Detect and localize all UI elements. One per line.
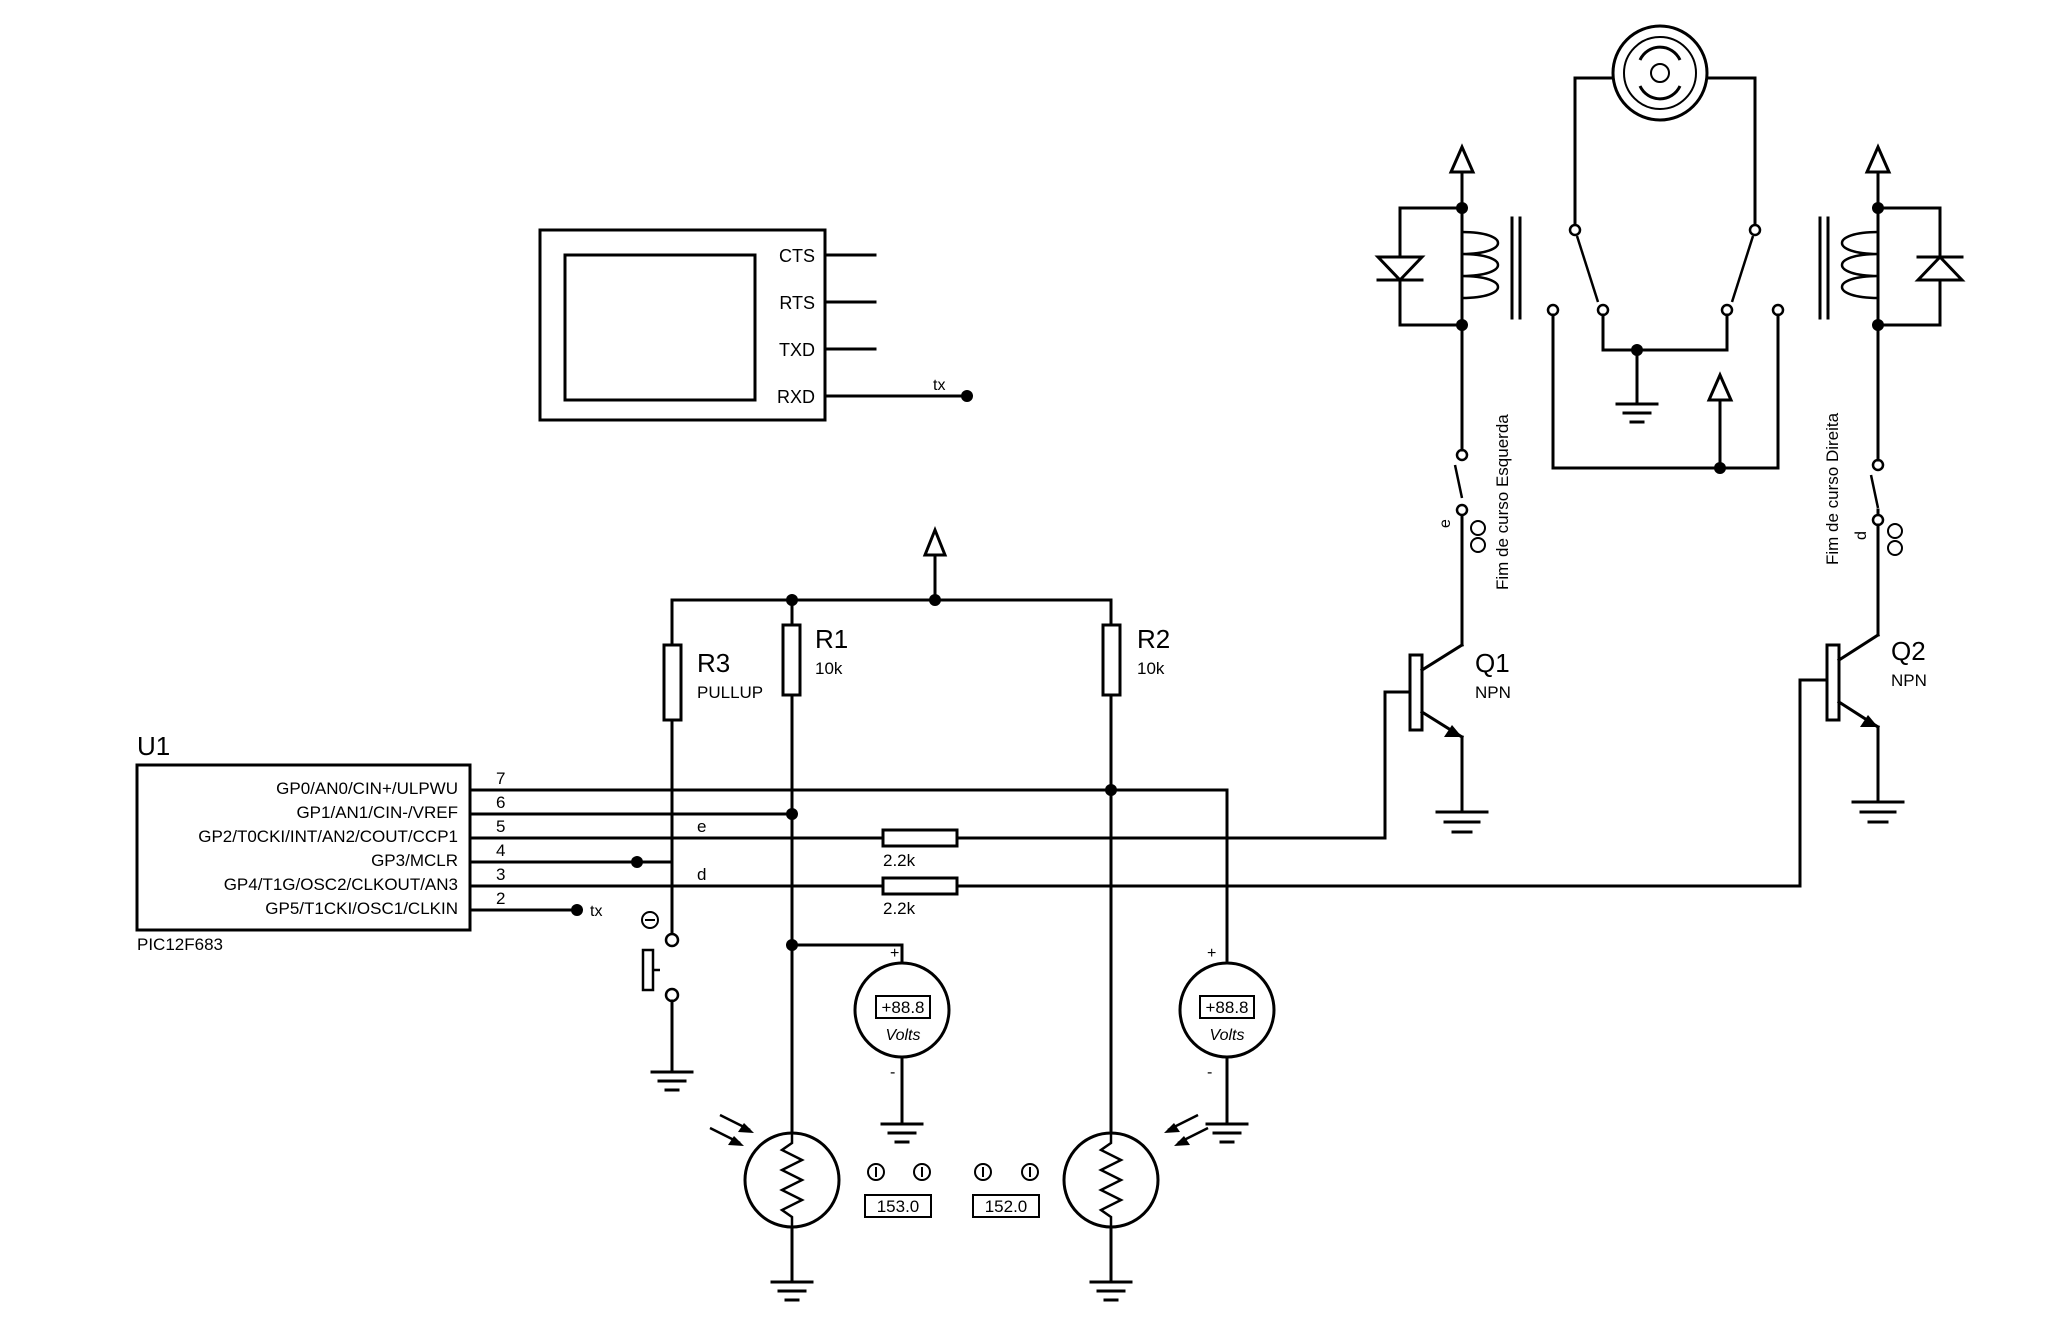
- mcu-wires: e d tx: [468, 678, 1829, 962]
- diode-icon: [1374, 255, 1426, 283]
- vcc-arrow-icon: [1864, 143, 1892, 174]
- resistor-r1[interactable]: R1 10k: [781, 598, 848, 1132]
- voltmeter-1[interactable]: +88.8 Volts + -: [790, 943, 951, 1144]
- voltmeter-2-reading: +88.8: [1205, 998, 1248, 1017]
- mcu-pin-gp0: GP0/AN0/CIN+/ULPWU: [276, 779, 458, 798]
- r1-ref: R1: [815, 624, 848, 654]
- vcc-arrow-icon: [1448, 143, 1476, 174]
- voltmeter-2-plus: +: [1207, 945, 1216, 962]
- r1-value: 10k: [815, 659, 843, 678]
- ldr-1[interactable]: [709, 1113, 841, 1302]
- light-arrows-icon: [1164, 1113, 1209, 1146]
- left-switch-label: Fim de curso Esquerda: [1493, 414, 1512, 590]
- ldr-2-controls[interactable]: 152.0: [972, 1163, 1040, 1218]
- mcu-pin-gp5: GP5/T1CKI/OSC1/CLKIN: [265, 899, 458, 918]
- ldr-1-controls[interactable]: 153.0: [864, 1163, 932, 1218]
- ground-icon: [1205, 1122, 1249, 1144]
- terminal-pin-cts: CTS: [779, 246, 815, 266]
- terminal-net-tx: tx: [933, 377, 945, 394]
- resistor-rb2[interactable]: 2.2k: [881, 876, 959, 918]
- mcu-pinnum-6: 6: [496, 793, 505, 812]
- right-switch-net: d: [1853, 531, 1870, 540]
- ground-icon: [1435, 810, 1489, 834]
- relay-left[interactable]: [1374, 143, 1522, 332]
- mcu-ref: U1: [137, 731, 170, 761]
- ground-icon: [1089, 1280, 1133, 1302]
- ground-icon: [1851, 800, 1905, 824]
- voltmeter-2-unit: Volts: [1210, 1027, 1245, 1044]
- decrease-icon[interactable]: [1887, 540, 1903, 556]
- ldr-2-value: 152.0: [985, 1197, 1028, 1216]
- vcc-arrow-icon: [922, 525, 948, 557]
- limit-switch-left[interactable]: e Fim de curso Esquerda: [1437, 328, 1512, 590]
- rb2-value: 2.2k: [883, 899, 916, 918]
- mcu-pin-gp1: GP1/AN1/CIN-/VREF: [296, 803, 458, 822]
- diode-icon: [1914, 254, 1966, 282]
- mcu-pinnum-4: 4: [496, 841, 505, 860]
- voltmeter-1-reading: +88.8: [881, 998, 924, 1017]
- net-label-tx: tx: [590, 903, 602, 920]
- increase-icon[interactable]: [1470, 520, 1486, 536]
- vcc-arrow-icon: [1706, 371, 1734, 402]
- push-button[interactable]: [641, 911, 694, 1092]
- mcu-u1[interactable]: U1 PIC12F683 GP0/AN0/CIN+/ULPWU GP1/AN1/…: [135, 731, 505, 954]
- transistor-q1[interactable]: Q1 NPN: [1408, 508, 1511, 834]
- ground-icon: [880, 1122, 924, 1144]
- mcu-pin-gp3: GP3/MCLR: [371, 851, 458, 870]
- r3-value: PULLUP: [697, 683, 763, 702]
- right-switch-label: Fim de curso Direita: [1823, 412, 1842, 565]
- mcu-pinnum-3: 3: [496, 865, 505, 884]
- light-arrows-icon: [709, 1113, 754, 1146]
- resistor-rb1[interactable]: 2.2k: [881, 828, 959, 870]
- ldr-1-value: 153.0: [877, 1197, 920, 1216]
- rb1-value: 2.2k: [883, 851, 916, 870]
- mcu-pinnum-2: 2: [496, 889, 505, 908]
- mcu-pin-gp4: GP4/T1G/OSC2/CLKOUT/AN3: [224, 875, 458, 894]
- mcu-pinnum-5: 5: [496, 817, 505, 836]
- relay-right[interactable]: [1818, 143, 1966, 332]
- q2-type: NPN: [1891, 671, 1927, 690]
- ground-icon: [650, 1070, 694, 1092]
- left-switch-net: e: [1437, 519, 1454, 528]
- r3-ref: R3: [697, 648, 730, 678]
- limit-switch-right[interactable]: d Fim de curso Direita: [1823, 328, 1903, 565]
- resistor-r2[interactable]: R2 10k: [1101, 598, 1170, 1132]
- voltmeter-2[interactable]: +88.8 Volts + -: [1178, 945, 1276, 1144]
- vcc-rail: [670, 525, 1113, 652]
- decrease-icon[interactable]: [1470, 537, 1486, 553]
- ground-icon: [770, 1280, 814, 1302]
- ldr-2[interactable]: [1062, 1113, 1209, 1302]
- terminal-pin-rxd: RXD: [777, 387, 815, 407]
- voltmeter-1-plus: +: [890, 945, 899, 962]
- net-label-e: e: [697, 817, 706, 836]
- resistor-r3[interactable]: R3 PULLUP: [662, 643, 763, 937]
- terminal-pin-rts: RTS: [779, 293, 815, 313]
- q1-ref: Q1: [1475, 648, 1510, 678]
- increase-icon[interactable]: [1887, 523, 1903, 539]
- mcu-pin-gp2: GP2/T0CKI/INT/AN2/COUT/CCP1: [198, 827, 458, 846]
- q2-ref: Q2: [1891, 636, 1926, 666]
- coil-icon: [1461, 230, 1499, 300]
- voltmeter-1-unit: Volts: [886, 1027, 921, 1044]
- motor-circuit: [1546, 24, 1785, 474]
- voltmeter-2-minus: -: [1207, 1064, 1212, 1081]
- r2-ref: R2: [1137, 624, 1170, 654]
- coil-icon: [1841, 230, 1879, 300]
- r2-value: 10k: [1137, 659, 1165, 678]
- q1-type: NPN: [1475, 683, 1511, 702]
- motor-icon[interactable]: [1611, 24, 1709, 122]
- mcu-part: PIC12F683: [137, 935, 223, 954]
- virtual-terminal[interactable]: CTS RTS TXD RXD tx: [538, 228, 973, 422]
- ground-icon: [1615, 402, 1659, 424]
- mcu-pinnum-7: 7: [496, 769, 505, 788]
- net-label-d: d: [697, 865, 706, 884]
- terminal-pin-txd: TXD: [779, 340, 815, 360]
- voltmeter-1-minus: -: [890, 1064, 895, 1081]
